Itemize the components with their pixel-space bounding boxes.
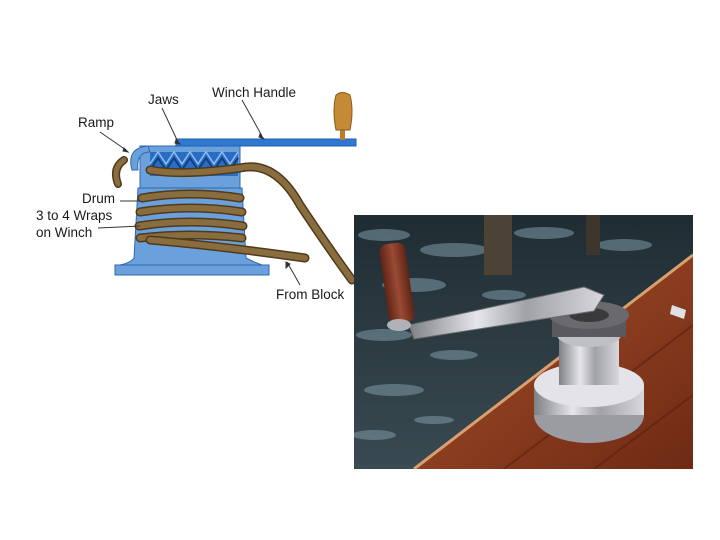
winch-handle-stem	[340, 130, 345, 140]
winch-photo	[354, 215, 693, 469]
label-wraps-line2: on Winch	[36, 225, 92, 240]
winch-handle-grip	[334, 93, 352, 131]
label-wraps-line1: 3 to 4 Wraps	[36, 208, 112, 223]
winch-base	[115, 265, 269, 275]
winch-handle-shaft	[176, 139, 356, 146]
label-ramp: Ramp	[78, 115, 114, 130]
label-winch-handle: Winch Handle	[212, 85, 296, 100]
label-jaws: Jaws	[148, 92, 179, 107]
label-drum: Drum	[82, 191, 115, 206]
winch-diagram	[0, 0, 360, 310]
label-from-block: From Block	[276, 287, 344, 302]
dock-piling	[484, 215, 512, 275]
